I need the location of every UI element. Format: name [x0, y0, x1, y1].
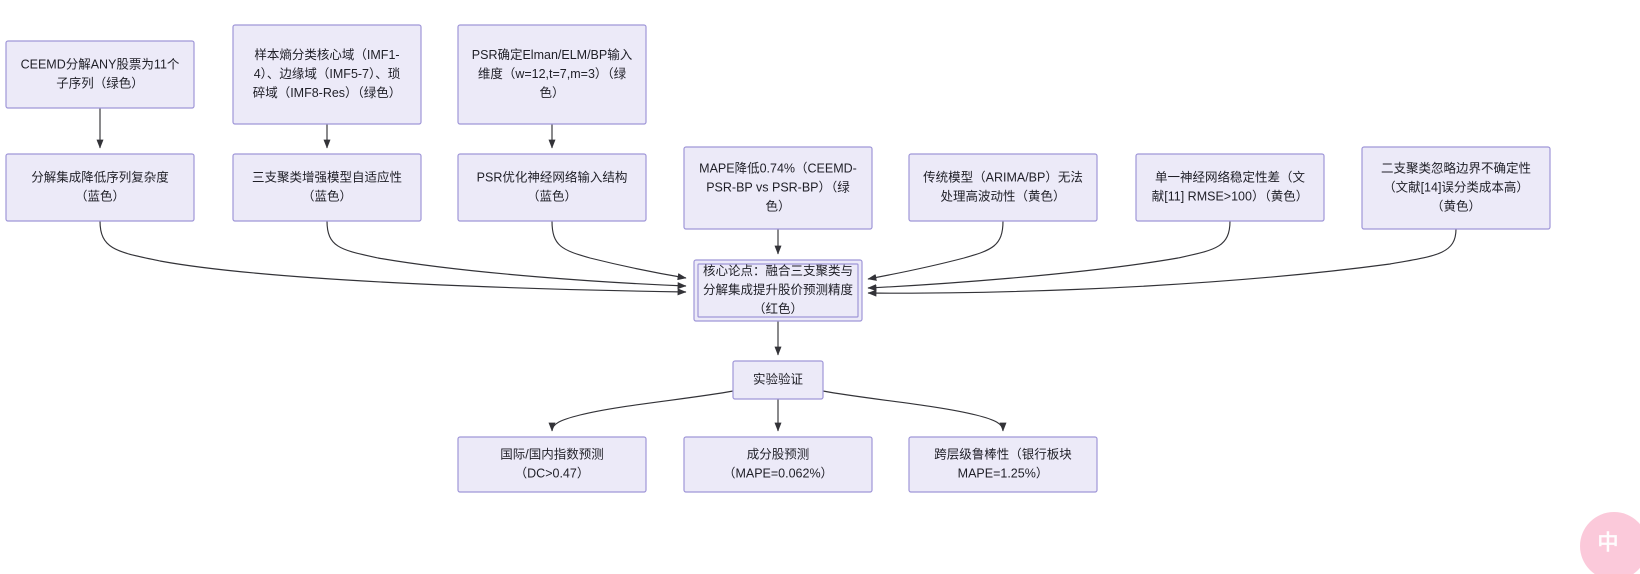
node-box — [683, 436, 873, 493]
node-label-line: （DC>0.47） — [515, 466, 590, 480]
watermark-circle — [1580, 512, 1640, 574]
node-box-inner-border — [697, 263, 859, 318]
edge-n6-to-n11 — [551, 220, 687, 281]
node-box — [457, 24, 647, 125]
node-n15[interactable]: 跨层级鲁棒性（银行板块 MAPE=1.25%） — [908, 436, 1098, 493]
node-label-line: （黄色） — [1431, 198, 1481, 213]
node-label-line: 色） — [765, 198, 790, 213]
node-n2[interactable]: 样本熵分类核心域（IMF1- 4）、边缘域（IMF5-7）、琐碎域（IMF8-Re… — [232, 24, 422, 125]
node-box — [232, 153, 422, 222]
node-label-line: 三支聚类增强模型自适应性 — [252, 169, 402, 184]
edge-n10-to-n11 — [867, 228, 1457, 297]
node-box — [457, 436, 647, 493]
node-label-line: 单一神经网络稳定性差（文 — [1155, 169, 1306, 184]
node-label-line: （文献[14]误分类成本高） — [1383, 179, 1529, 194]
node-n12[interactable]: 实验验证 — [732, 360, 824, 400]
node-box — [1361, 146, 1551, 230]
node-label-line: MAPE=1.25%） — [958, 466, 1049, 480]
node-n4[interactable]: 分解集成降低序列复杂度 （蓝色） — [5, 153, 195, 222]
node-label-line: 维度（w=12,t=7,m=3）（绿 — [478, 66, 627, 81]
node-label-line: 实验验证 — [753, 371, 804, 386]
node-n14[interactable]: 成分股预测 （MAPE=0.062%） — [683, 436, 873, 493]
node-box — [1135, 153, 1325, 222]
edge-n12-to-n13 — [548, 390, 734, 432]
edge-n8-to-n11 — [867, 220, 1004, 281]
node-box — [732, 360, 824, 400]
node-box — [683, 146, 873, 230]
node-box — [908, 153, 1098, 222]
node-label-line: 二支聚类忽略边界不确定性 — [1381, 160, 1531, 175]
node-box — [5, 153, 195, 222]
node-label-line: PSR-BP vs PSR-BP）（绿 — [706, 179, 850, 194]
edge-n9-to-n11 — [867, 220, 1231, 292]
node-label-line: （MAPE=0.062%） — [723, 466, 833, 480]
node-label-line: 传统模型（ARIMA/BP）无法 — [923, 169, 1083, 184]
node-label-line: 成分股预测 — [747, 447, 810, 461]
node-label-line: 处理高波动性（黄色） — [940, 188, 1065, 203]
node-n6[interactable]: PSR优化神经网络输入结构 （蓝色） — [457, 153, 647, 222]
node-label-line: PSR优化神经网络输入结构 — [477, 169, 628, 184]
watermark-label: 中 — [1598, 532, 1619, 555]
node-box — [5, 40, 195, 109]
node-box — [693, 259, 863, 322]
node-box — [908, 436, 1098, 493]
node-label-line: MAPE降低0.74%（CEEMD- — [699, 161, 857, 175]
node-box — [232, 24, 422, 125]
node-label-line: （蓝色） — [302, 188, 352, 203]
node-label-line: 跨层级鲁棒性（银行板块 — [934, 447, 1072, 461]
node-label-line: 色） — [539, 85, 564, 100]
node-label-line: CEEMD分解ANY股票为11个 — [21, 57, 180, 71]
node-n5[interactable]: 三支聚类增强模型自适应性 （蓝色） — [232, 153, 422, 222]
node-label-line: 国际/国内指数预测 — [500, 446, 603, 461]
edges-layer — [96, 108, 1457, 432]
node-n7[interactable]: MAPE降低0.74%（CEEMD- PSR-BP vs PSR-BP）（绿色） — [683, 146, 873, 230]
node-label-line: 分解集成降低序列复杂度 — [31, 169, 169, 184]
watermark: 中 — [1580, 512, 1640, 574]
edge-n4-to-n11 — [99, 220, 687, 296]
node-label-line: 样本熵分类核心域（IMF1- — [254, 47, 399, 62]
node-label-line: （蓝色） — [527, 188, 577, 203]
node-label-line: 碎域（IMF8-Res）（绿色） — [253, 85, 402, 100]
node-label-line: 献[11] RMSE>100）（黄色） — [1152, 188, 1308, 203]
node-label-line: 4）、边缘域（IMF5-7）、琐 — [254, 66, 401, 81]
node-n13[interactable]: 国际/国内指数预测 （DC>0.47） — [457, 436, 647, 493]
node-label-line: （红色） — [753, 301, 803, 316]
node-box — [457, 153, 647, 222]
node-label-line: 分解集成提升股价预测精度 — [703, 282, 854, 297]
node-label-line: 核心论点：融合三支聚类与 — [703, 263, 853, 278]
node-label-line: PSR确定Elman/ELM/BP输入 — [472, 47, 633, 62]
node-label-line: 子序列（绿色） — [56, 75, 144, 90]
node-label-line: （蓝色） — [75, 188, 125, 203]
node-n10[interactable]: 二支聚类忽略边界不确定性 （文献[14]误分类成本高） （黄色） — [1361, 146, 1551, 230]
edge-n12-to-n15 — [822, 390, 1007, 432]
node-n9[interactable]: 单一神经网络稳定性差（文献[11] RMSE>100）（黄色） — [1135, 153, 1325, 222]
edge-n5-to-n11 — [326, 220, 687, 290]
